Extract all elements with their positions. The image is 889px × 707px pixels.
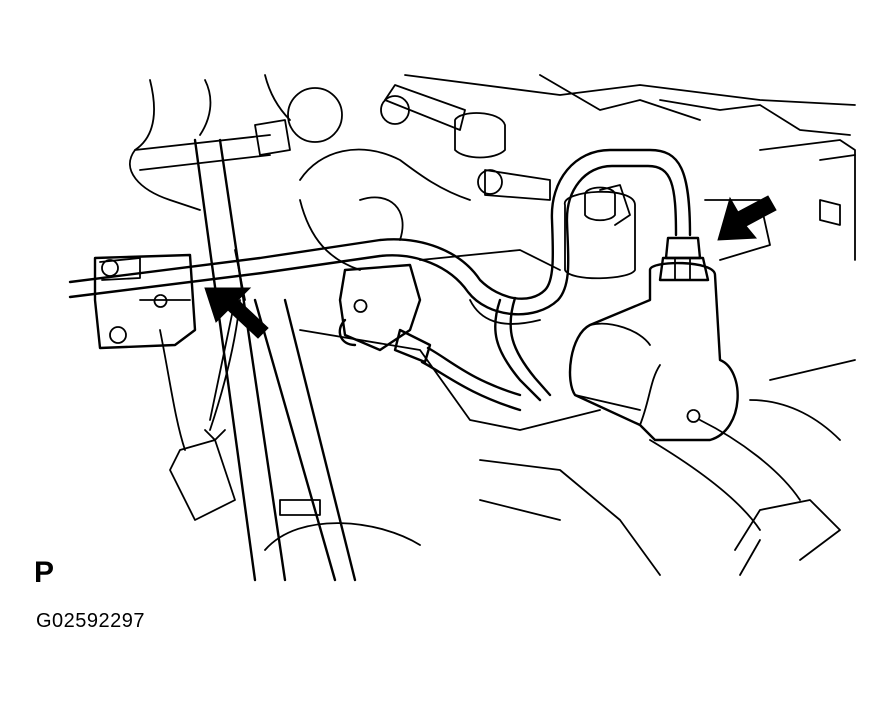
harness-lines: [193, 138, 357, 582]
figure-code: G02592297: [36, 610, 146, 632]
right-arrow-icon: [717, 195, 777, 241]
left-arrow-icon: [204, 287, 269, 339]
engine-background: [129, 74, 856, 576]
mounting-bracket: [93, 253, 197, 350]
view-letter: P: [34, 556, 55, 589]
union-nut: [658, 236, 710, 282]
lower-union: [338, 263, 552, 412]
pump-body: [568, 261, 739, 442]
fuel-pipe: [68, 148, 692, 316]
